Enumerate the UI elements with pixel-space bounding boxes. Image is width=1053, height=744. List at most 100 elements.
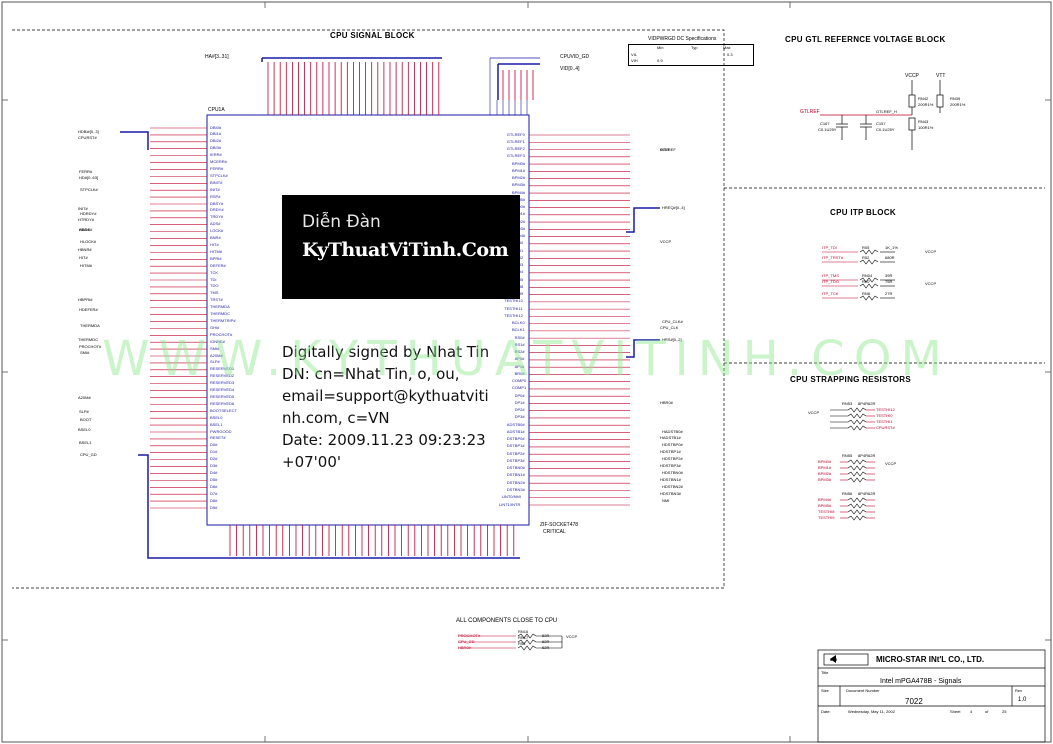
- cpu-left-pin: THERMTRIP#: [210, 317, 236, 323]
- left-net-label: HTRDY#: [78, 216, 95, 222]
- sheet-total: 25: [1002, 709, 1007, 714]
- vid-spec-header: Min: [657, 45, 664, 50]
- right-net-label: HDSTBP0#: [662, 441, 683, 447]
- itp-vccp: VCCP: [925, 249, 937, 254]
- cpu-left-pin: BSEL1: [210, 421, 223, 427]
- cpu-left-pin: D5#: [210, 476, 218, 482]
- title-block-frame: [817, 649, 1046, 743]
- right-net-label: HDSTBN1#: [660, 476, 681, 482]
- cpu-grade: CRITICAL: [543, 529, 566, 535]
- msi-logo-mark: [823, 653, 869, 666]
- cpu-right-pin: AP0#: [514, 356, 525, 362]
- bottom-data-wires: [229, 525, 515, 556]
- cpu-left-pin: DBI1#: [210, 131, 222, 137]
- doc-title: Intel mPGA478B - Signals: [880, 678, 962, 685]
- left-net-label: INIT#: [78, 205, 88, 211]
- cpu-left-pin: THERMDC: [210, 311, 230, 317]
- cpu-right-pin: DSTBN0#: [506, 465, 525, 471]
- right-net-label: HBR0#: [660, 399, 673, 405]
- cpu-right-pin: DSTBP1#: [506, 443, 525, 449]
- right-net-label: NMI: [662, 497, 670, 503]
- right-net-label: HDSTBP2#: [662, 455, 683, 461]
- cpu-left-pin: D1#: [210, 449, 218, 455]
- cpu-left-pin: MCERR#: [210, 159, 227, 165]
- left-net-label: PROCHOT#: [79, 343, 102, 349]
- company-name: MICRO-STAR INt'L CO., LTD.: [876, 655, 985, 664]
- gtl-r3-val: 200R1%: [950, 102, 966, 107]
- close-vccp: VCCP: [566, 634, 578, 639]
- right-net-label: HDSTBP3#: [660, 462, 681, 468]
- cpu-body[interactable]: [206, 114, 530, 526]
- left-net-label: FERR#: [79, 168, 93, 174]
- resistor-zigzag: [847, 497, 867, 503]
- strap-signal: BPM1#: [818, 464, 832, 470]
- left-net-label: THERMDA: [80, 322, 100, 328]
- cpu-left-pin: INIT#: [210, 186, 220, 192]
- revision: 1.0: [1018, 697, 1027, 703]
- close-resistor-ref: RN16: [518, 629, 529, 634]
- cpu-left-pin: DEFER#: [210, 262, 226, 268]
- right-net-label: HADSTB1#: [660, 434, 681, 440]
- resistor-zigzag: [847, 503, 867, 509]
- cpu-left-pin: RESERVED4: [210, 387, 235, 393]
- vid-spec-header: Max: [723, 45, 731, 50]
- itp-resistor-val: 27R: [885, 291, 893, 296]
- left-net-label: ADS#: [79, 226, 90, 232]
- cpu-left-pin: ADS#: [210, 221, 221, 227]
- cpu-left-pin: TDO: [210, 283, 219, 289]
- cpu-left-pin: D4#: [210, 469, 218, 475]
- left-net-label: HDRDY#: [80, 210, 97, 216]
- cpu-right-pin: COMP1: [512, 385, 527, 391]
- cpu-left-pin: STPCLK#: [210, 172, 228, 178]
- right-net-label: HDSTBP1#: [660, 448, 681, 454]
- cpu-left-pin: BNR#: [210, 235, 221, 241]
- left-net-label: CPU_GD: [80, 451, 97, 457]
- strapping-block-title: CPU STRAPPING RESISTORS: [790, 375, 911, 384]
- cpu-right-pin: DP3#: [514, 414, 525, 420]
- cpu-left-pin: TRDY#: [210, 214, 224, 220]
- itp-resistor-val: 1K_1%: [885, 245, 898, 250]
- company-logo-text: MSI: [830, 657, 838, 662]
- vid-spec-title: VIDPWRGD DC Specifications: [648, 36, 717, 42]
- left-net-label: HBNR#: [78, 246, 92, 252]
- signature-line: Digitally signed by Nhat Tin: [282, 343, 490, 361]
- cpuvid-gd-label: CPUVID_GD: [560, 54, 590, 60]
- forum-logo-box: [282, 195, 520, 299]
- cpu-right-pin: TESTHI12: [504, 312, 523, 318]
- gtl-r3-ref: RN39: [950, 96, 961, 101]
- right-net-label: INTR: [660, 146, 670, 152]
- vid-spec-row-name: VIH: [631, 58, 638, 63]
- cpu-left-pin: TDI: [210, 276, 217, 282]
- right-net-label: HDSTBN0#: [662, 469, 683, 475]
- strap-pack-val: 8P4R62R: [858, 401, 876, 406]
- resistor-symbols: [458, 249, 895, 651]
- left-net-label: SMI#: [80, 349, 90, 355]
- cpu-right-pin: BPM4#: [512, 189, 526, 195]
- forum-logo-line2: KyThuatViTinh.Com: [302, 239, 509, 261]
- cpu-left-pin: RESERVED5: [210, 393, 235, 399]
- cpu-left-pin: IGNNE#: [210, 338, 225, 344]
- left-net-label: A20M#: [78, 394, 91, 400]
- strap-signal: TESTHI12: [876, 406, 895, 412]
- left-net-label: HBPRI#: [78, 296, 93, 302]
- right-pin-wires: [529, 134, 630, 506]
- resistor-zigzag: [847, 419, 867, 425]
- cpu-right-pin: RS2#: [514, 349, 525, 355]
- left-net-label: HADS#: [79, 226, 93, 232]
- block-separators: [12, 29, 1045, 589]
- cpu-left-pin: D9#: [210, 504, 218, 510]
- of-label: of: [985, 709, 989, 714]
- strap-vccp: VCCP: [885, 461, 897, 466]
- gtl-r1-val: 200R1%: [918, 102, 934, 107]
- right-net-label: HADSTB0#: [662, 428, 683, 434]
- resistor-zigzag: [859, 259, 879, 265]
- left-net-label: BOOT: [80, 416, 92, 422]
- resistor-zigzag: [847, 425, 867, 431]
- cpu-left-pin: RESERVED3: [210, 380, 235, 386]
- resistor-zigzag: [847, 413, 867, 419]
- cpu-right-pin: TESTHI11: [504, 305, 523, 311]
- cpu-left-pin: DBSY#: [210, 200, 224, 206]
- close-resistor-val: 62R: [542, 644, 550, 650]
- hdbi-bus: [120, 131, 149, 150]
